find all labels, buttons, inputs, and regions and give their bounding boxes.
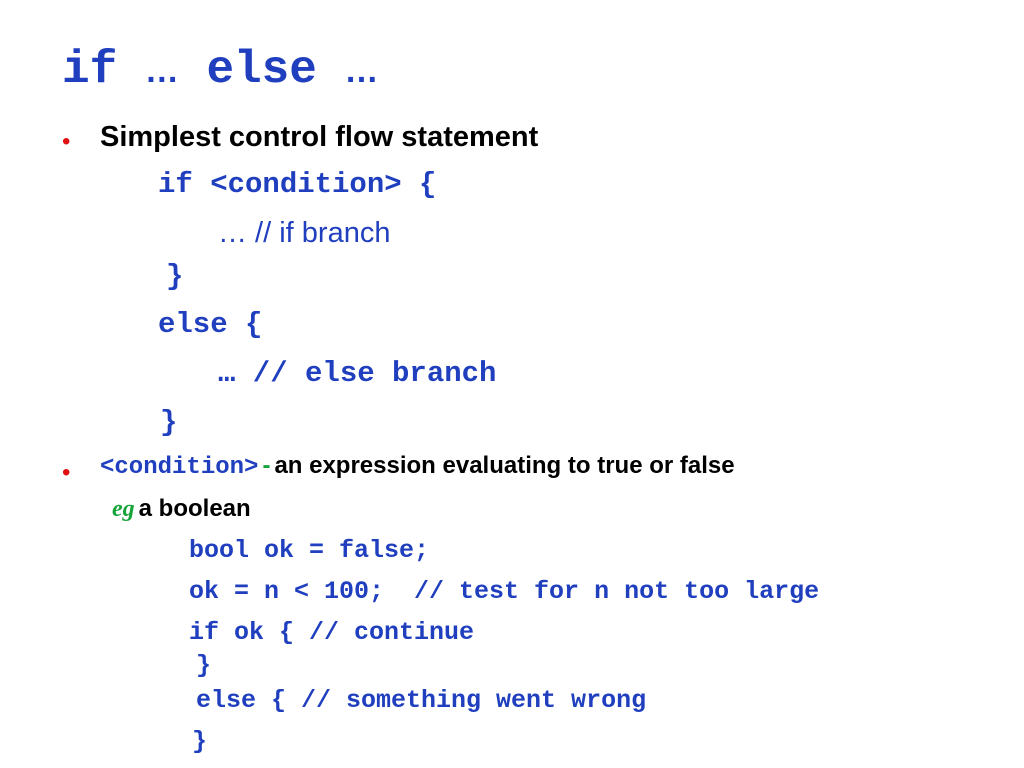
title-else-keyword: else <box>206 44 317 96</box>
code-line: bool ok = false; <box>189 536 430 565</box>
code-line: … // else branch <box>218 357 497 390</box>
title-if-keyword: if <box>62 44 118 96</box>
eg-label: eg <box>112 496 135 522</box>
code-line: if ok { // continue <box>189 618 475 647</box>
code-line: } <box>192 727 208 756</box>
code-line: if <condition> { <box>158 168 437 201</box>
code-line: … // if branch <box>218 217 391 249</box>
code-line: } <box>160 406 178 439</box>
eg-text: a boolean <box>138 495 251 522</box>
bullet1-text: Simplest control flow statement <box>100 121 539 153</box>
code-line: else { <box>158 308 263 341</box>
bullet2-line: <condition> - an expression evaluating t… <box>100 452 735 481</box>
code-line: ok = n < 100; // test for n not too larg… <box>189 577 820 606</box>
title-ellipsis: … <box>344 52 379 90</box>
code-line: } <box>166 260 184 293</box>
bullet-marker: • <box>62 459 71 486</box>
bullet2-text: an expression evaluating to true or fals… <box>274 452 735 479</box>
code-line: } <box>196 651 212 680</box>
slide-title: if … else … <box>62 44 378 96</box>
bullet-marker: • <box>62 128 71 155</box>
dash: - <box>262 452 271 479</box>
example-line: eg a boolean <box>112 495 251 523</box>
title-ellipsis: … <box>144 52 179 90</box>
condition-term: <condition> <box>100 454 259 481</box>
code-line: else { // something went wrong <box>196 686 647 715</box>
